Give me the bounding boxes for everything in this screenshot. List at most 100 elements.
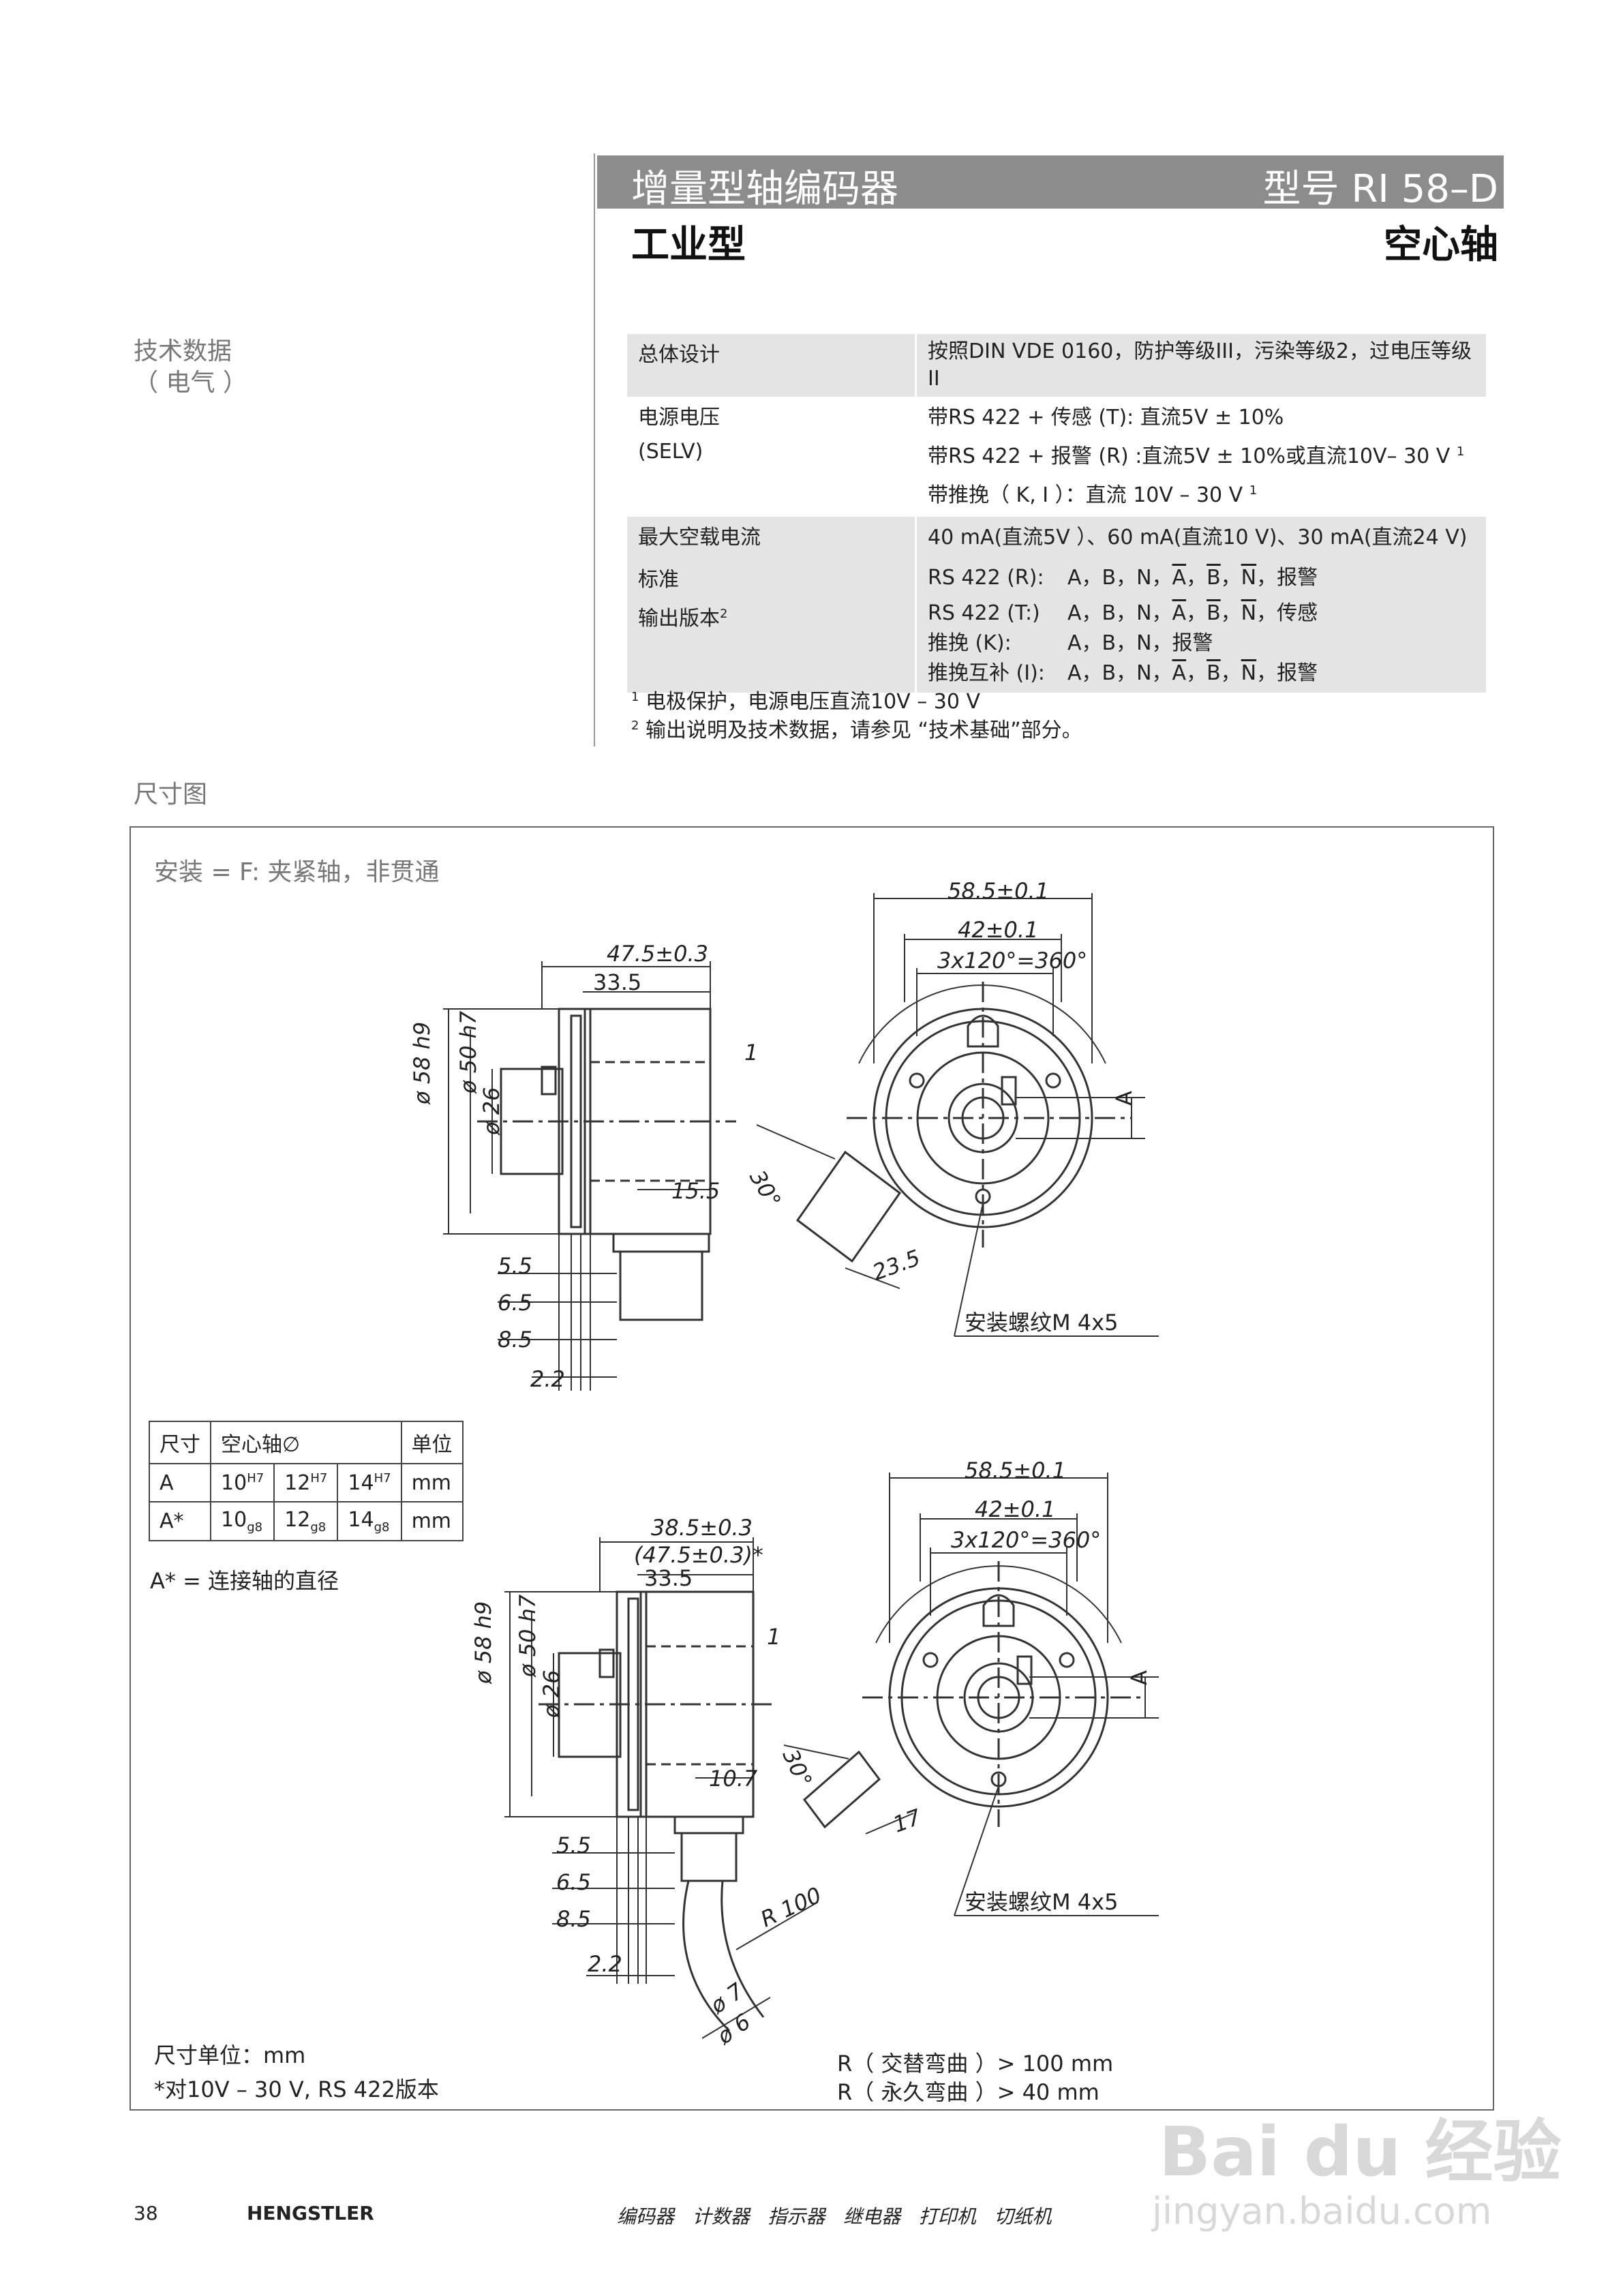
spec-label-line: 标准	[638, 568, 679, 592]
output-signal-inv: A	[1172, 601, 1187, 625]
thread-label: 安装螺纹M 4x5	[965, 1889, 1119, 1915]
spec-label-line: 电源电压	[638, 406, 720, 429]
spec-label: 标准 输出版本2	[627, 559, 916, 693]
dim-tolerance: g8	[247, 1520, 263, 1535]
dim-value: 14	[348, 1470, 374, 1495]
dim-cell: 14g8	[337, 1501, 402, 1541]
spec-label-line: 输出版本2	[638, 597, 904, 636]
spec-value-text: 带推挽（ K, I ）：直流 10V – 30 V	[928, 483, 1243, 507]
spec-value-line: 带RS 422 + 报警 (R) :直流5V ± 10%或直流10V– 30 V…	[928, 435, 1475, 474]
dim-cell: 12g8	[273, 1501, 339, 1541]
dim-label: 58.5±0.1	[947, 878, 1049, 904]
output-signal-inv: A	[1172, 566, 1187, 590]
spec-value: 带RS 422 + 传感 (T): 直流5V ± 10% 带RS 422 + 报…	[915, 397, 1486, 517]
product-categories: 编码器 计数器 指示器 继电器 打印机 切纸机	[617, 2205, 1052, 2228]
spec-row-supply: 电源电压 (SELV) 带RS 422 + 传感 (T): 直流5V ± 10%…	[627, 397, 1486, 517]
product-title: 增量型轴编码器	[631, 167, 898, 211]
bend-radius-permanent: R（ 永久弯曲 ）> 40 mm	[837, 2079, 1099, 2105]
dim-label: 5.5	[556, 1832, 591, 1858]
dim-cell: 10H7	[209, 1463, 275, 1502]
dim-label: 15.5	[671, 1178, 721, 1204]
output-signals: A，B，N，报警	[1067, 631, 1213, 655]
output-signal-inv: A	[1172, 661, 1187, 685]
dim-label: ø 50 h7	[455, 1010, 481, 1093]
spec-label: 最大空载电流	[627, 517, 916, 559]
section-label-tech-data: 技术数据	[134, 337, 232, 365]
footnote-ref: 1	[1456, 444, 1465, 459]
output-name: 推挽互补 (I):	[928, 661, 1045, 685]
dim-tolerance: H7	[247, 1470, 264, 1485]
dim-value: 12	[284, 1470, 311, 1495]
thread-label: 安装螺纹M 4x5	[965, 1310, 1119, 1335]
spec-label: 总体设计	[627, 334, 916, 397]
front-view-top	[756, 893, 1159, 1337]
footnote-num: 1	[631, 690, 639, 704]
output-signals: A，B，N，	[1067, 601, 1172, 625]
footnote-text: 电极保护，电源电压直流10V – 30 V	[646, 690, 981, 714]
bend-radius-alternating: R（ 交替弯曲 ）> 100 mm	[837, 2051, 1114, 2076]
header-divider	[594, 153, 595, 746]
dim-label: ø 26	[479, 1087, 504, 1135]
dim-table-row: A* 10g8 12g8 14g8 mm	[149, 1501, 464, 1541]
output-signals-end: ，报警	[1256, 566, 1318, 590]
dim-value: 10	[221, 1470, 247, 1495]
dim-cell: mm	[400, 1463, 464, 1502]
brand-name: HENGSTLER	[247, 2202, 374, 2224]
dim-label: ø 26	[539, 1670, 564, 1718]
output-row: RS 422 (T:)A，B，N，A，B，N，传感	[928, 599, 1475, 629]
dim-value: 10	[221, 1508, 247, 1532]
dim-label: 38.5±0.3	[651, 1515, 753, 1541]
watermark-url: jingyan.baidu.com	[1152, 2190, 1492, 2233]
output-signals: A，B，N，	[1067, 566, 1172, 590]
dim-label: 10.7	[709, 1766, 758, 1792]
footnote-2: 2 输出说明及技术数据，请参见 “技术基础”部分。	[631, 713, 1082, 743]
spec-value-text: 带RS 422 + 报警 (R) :直流5V ± 10%或直流10V– 30 V	[928, 444, 1451, 468]
spec-value-line: 带RS 422 + 传感 (T): 直流5V ± 10%	[928, 406, 1284, 429]
dim-label: 6.5	[498, 1290, 532, 1316]
spec-row-general: 总体设计 按照DIN VDE 0160，防护等级III，污染等级2，过电压等级I…	[627, 334, 1486, 397]
dim-cell: 10g8	[209, 1501, 275, 1541]
output-row: RS 422 (R):A，B，N，A，B，N，报警	[928, 563, 1475, 593]
output-signal-inv: B	[1207, 661, 1221, 685]
dim-tolerance: g8	[374, 1520, 390, 1535]
section-label-electrical: （ 电气 ）	[134, 369, 247, 397]
dimension-drawing-frame	[130, 826, 1494, 2111]
footnote-ref: 1	[1249, 483, 1258, 498]
spec-value-line: 带推挽（ K, I ）：直流 10V – 30 V 1	[928, 474, 1475, 513]
dim-label: A	[1111, 1091, 1137, 1106]
spec-label-text: 输出版本	[638, 607, 720, 631]
product-subtitle: 工业型	[631, 223, 746, 267]
footnote-1: 1 电极保护，电源电压直流10V – 30 V	[631, 684, 980, 714]
dim-label: 58.5±0.1	[965, 1457, 1066, 1483]
a-star-note: A* = 连接轴的直径	[150, 1568, 339, 1594]
unit-note: 尺寸单位：mm	[154, 2042, 306, 2068]
output-row: 推挽互补 (I):A，B，N，A，B，N，报警	[928, 659, 1475, 689]
output-signals: A，B，N，	[1067, 661, 1172, 685]
shaft-dimension-table: 尺寸 空心轴∅ 单位 A 10H7 12H7 14H7 mm A* 10g8 1…	[149, 1421, 464, 1541]
output-signals-end: ，报警	[1256, 661, 1318, 685]
title-bar	[597, 155, 1504, 209]
spec-value: 按照DIN VDE 0160，防护等级III，污染等级2，过电压等级II	[915, 334, 1486, 397]
shaft-type: 空心轴	[1384, 223, 1498, 267]
dim-label: 5.5	[498, 1253, 532, 1279]
dim-label: 33.5	[644, 1565, 693, 1591]
watermark-brand: Bai du 经验	[1159, 2112, 1562, 2192]
dim-cell: 14H7	[337, 1463, 402, 1502]
dim-label: 42±0.1	[958, 917, 1039, 943]
dim-cell: mm	[400, 1501, 464, 1541]
front-view-bottom	[783, 1472, 1159, 1916]
dim-label: 42±0.1	[975, 1496, 1056, 1522]
mount-title: 安装 = F: 夹紧轴，非贯通	[154, 858, 440, 886]
output-signal-inv: B	[1207, 601, 1221, 625]
spec-table: 总体设计 按照DIN VDE 0160，防护等级III，污染等级2，过电压等级I…	[627, 334, 1486, 693]
dim-tolerance: H7	[374, 1470, 391, 1485]
dim-header: 空心轴∅	[210, 1421, 402, 1464]
dim-label: 2.2	[530, 1366, 565, 1392]
dim-label: ø 58 h9	[470, 1601, 496, 1684]
dim-tolerance: g8	[310, 1520, 327, 1535]
dim-value: 12	[284, 1508, 311, 1532]
output-name: RS 422 (T:)	[928, 601, 1040, 625]
dim-label: ø 58 h9	[409, 1021, 435, 1104]
dim-cell: A*	[149, 1501, 211, 1541]
output-signal-inv: N	[1241, 601, 1257, 625]
